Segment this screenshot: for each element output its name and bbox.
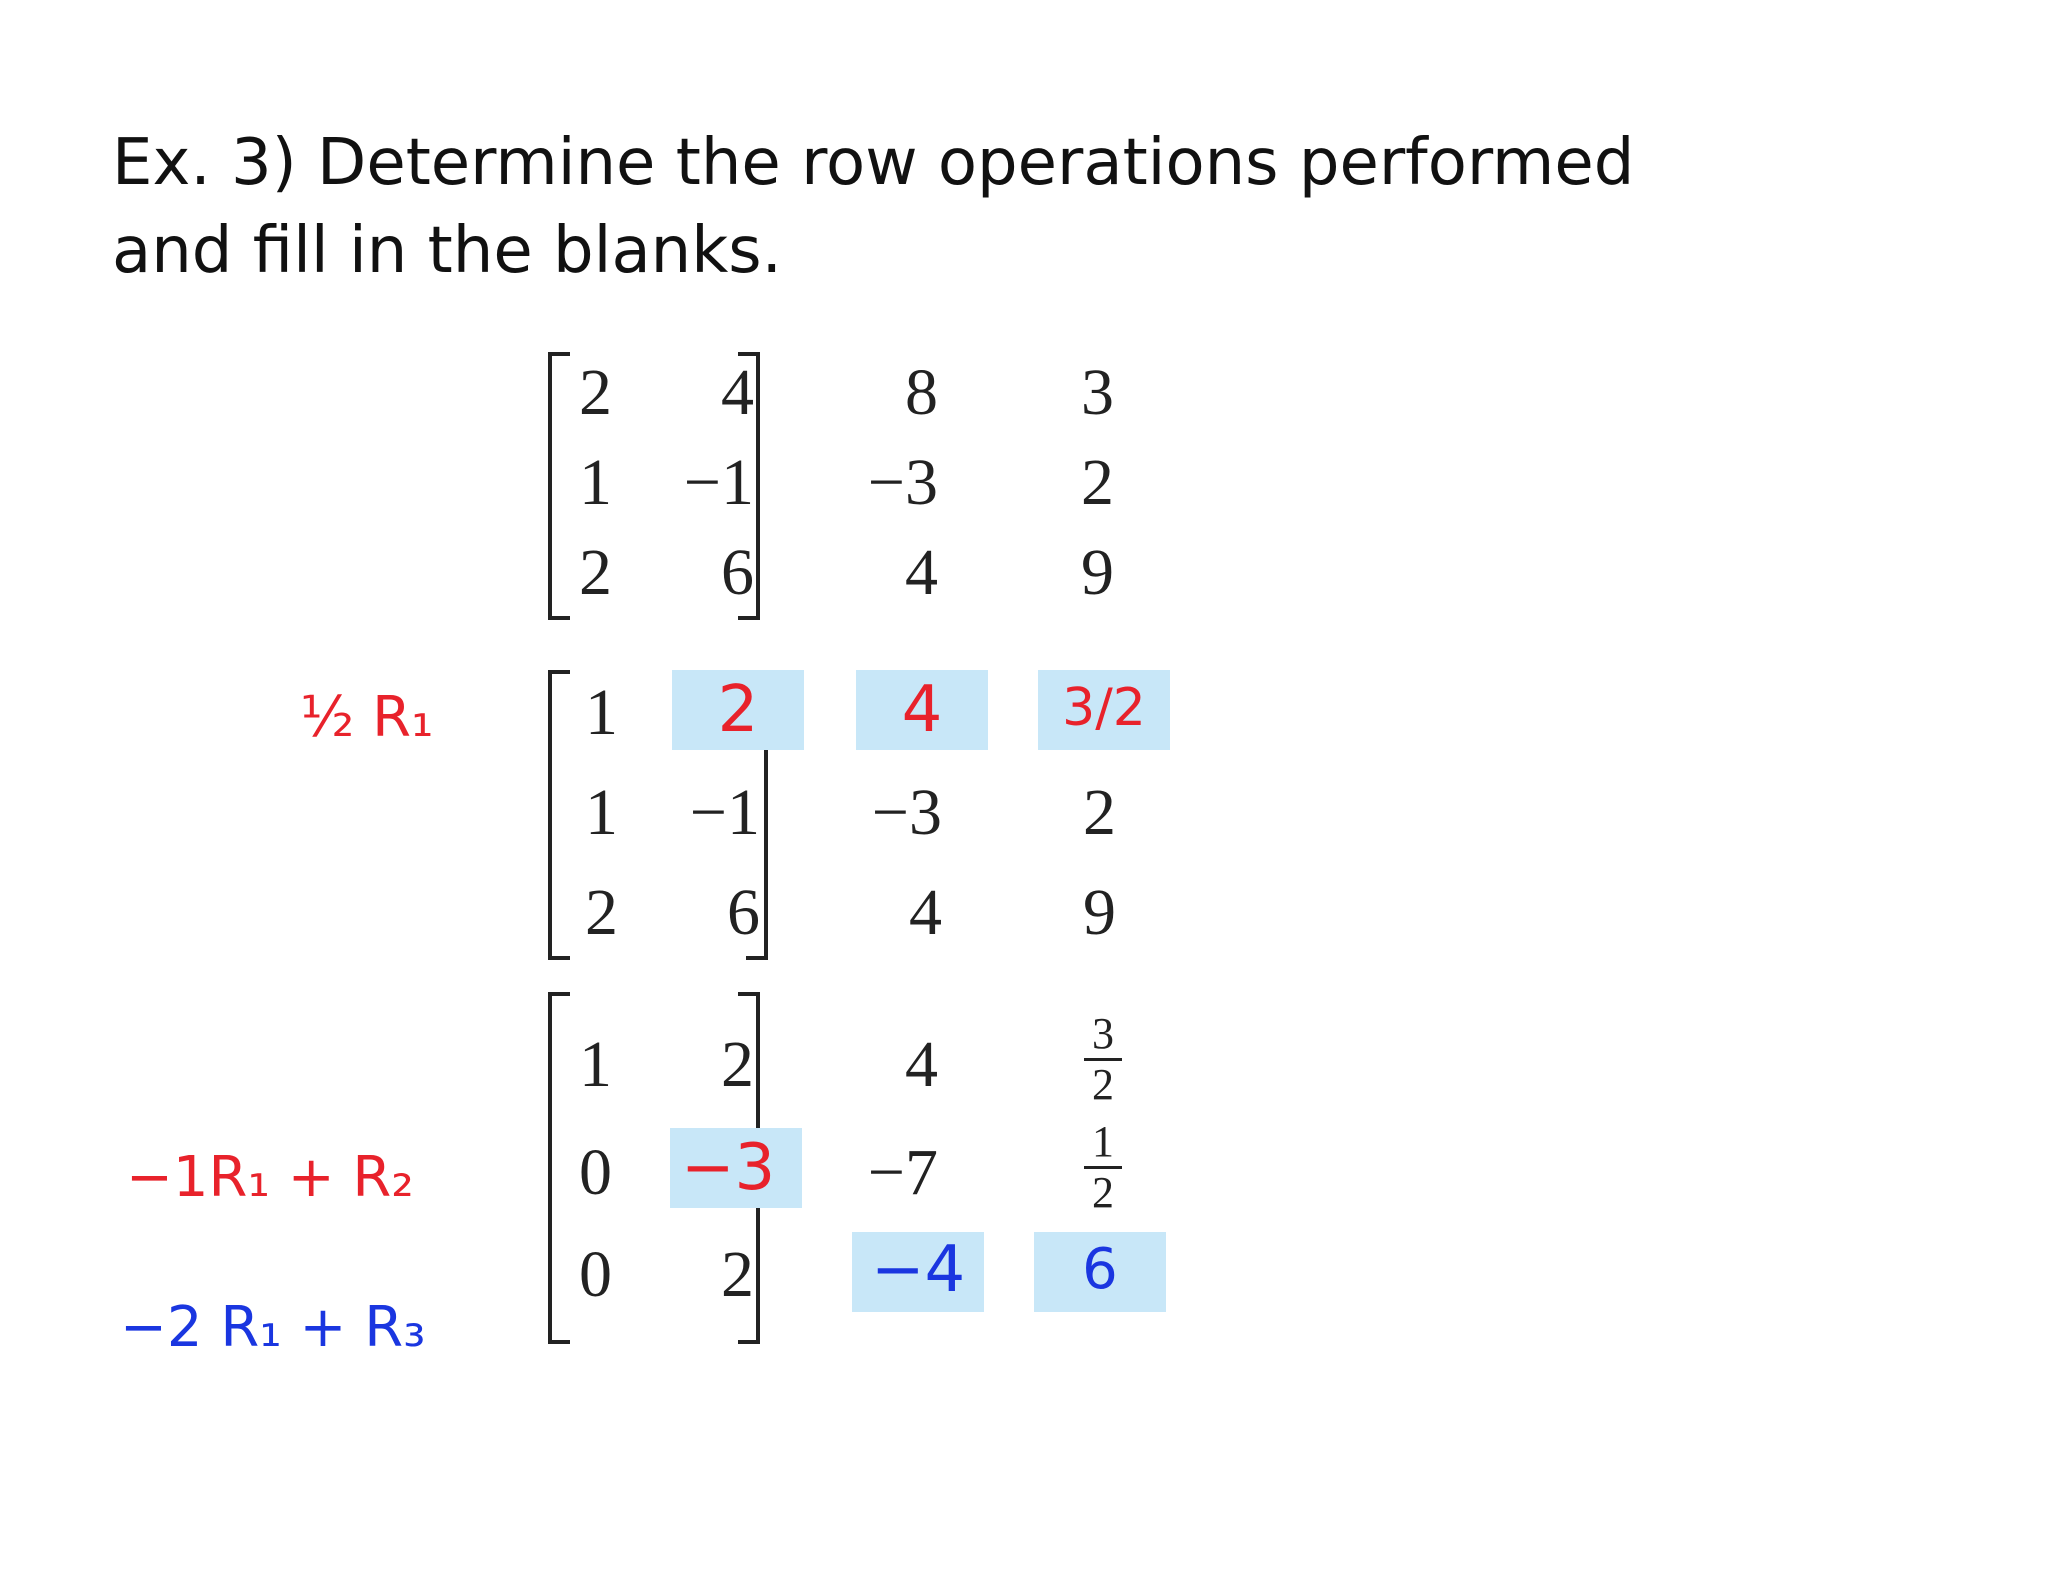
- filled-blank[interactable]: 3/2: [1062, 678, 1146, 738]
- fraction-one-half: 1 2: [1078, 1120, 1128, 1215]
- matrix-cell: 3: [1081, 356, 1114, 429]
- matrix-left-bracket: [548, 352, 570, 620]
- blank-highlight: [670, 1128, 802, 1208]
- matrix-cell: 9: [1083, 876, 1116, 949]
- matrix-cell: 4: [905, 1028, 938, 1101]
- row-operation-label: −2 R₁ + R₃: [120, 1295, 426, 1360]
- matrix-after-scaling: 1 2 4 3/2 1 −1 −3 2 2 6 4 9: [548, 670, 1208, 960]
- matrix-after-elimination: 1 2 4 3 2 0 −3 −7 1 2 0 2 −4 6: [548, 992, 1208, 1344]
- matrix-cell: 2: [721, 1028, 754, 1101]
- blank-highlight: [1038, 670, 1170, 750]
- filled-blank[interactable]: −4: [870, 1233, 966, 1307]
- filled-blank[interactable]: 2: [717, 673, 759, 747]
- matrix-cell: 2: [1083, 776, 1116, 849]
- filled-blank[interactable]: −3: [680, 1131, 776, 1205]
- matrix-cell: 2: [579, 536, 612, 609]
- fraction-denominator: 2: [1092, 1168, 1114, 1217]
- fraction-bar: [1084, 1166, 1122, 1169]
- matrix-cell: −3: [871, 776, 942, 849]
- fraction-three-halves: 3 2: [1078, 1012, 1128, 1107]
- matrix-cell: 6: [721, 536, 754, 609]
- matrix-cell: 4: [909, 876, 942, 949]
- fraction-numerator: 1: [1092, 1117, 1114, 1166]
- matrix-cell: 8: [905, 356, 938, 429]
- matrix-cell: 1: [579, 1028, 612, 1101]
- matrix-cell: −1: [683, 446, 754, 519]
- matrix-cell: −3: [867, 446, 938, 519]
- matrix-cell: 1: [585, 776, 618, 849]
- matrix-cell: 0: [579, 1238, 612, 1311]
- matrix-cell: 0: [579, 1136, 612, 1209]
- matrix-cell: 2: [579, 356, 612, 429]
- matrix-cell: 6: [727, 876, 760, 949]
- matrix-cell: 4: [721, 356, 754, 429]
- row-operation-label: ½ R₁: [300, 685, 434, 750]
- matrix-cell: 2: [1081, 446, 1114, 519]
- matrix-cell: 2: [721, 1238, 754, 1311]
- matrix-cell: 2: [585, 876, 618, 949]
- problem-title-line-2: and fill in the blanks.: [112, 214, 782, 288]
- fraction-bar: [1084, 1058, 1122, 1061]
- filled-blank[interactable]: 6: [1082, 1237, 1118, 1302]
- blank-highlight: [856, 670, 988, 750]
- matrix-cell: 1: [585, 676, 618, 749]
- fraction-numerator: 3: [1092, 1009, 1114, 1058]
- matrix-cell: −7: [867, 1136, 938, 1209]
- matrix-cell: 9: [1081, 536, 1114, 609]
- matrix-left-bracket: [548, 670, 570, 960]
- matrix-cell: −1: [689, 776, 760, 849]
- matrix-cell: 1: [579, 446, 612, 519]
- filled-blank[interactable]: 4: [901, 673, 943, 747]
- blank-highlight: [1034, 1232, 1166, 1312]
- matrix-original: 2 4 8 3 1 −1 −3 2 2 6 4 9: [548, 352, 1208, 620]
- blank-highlight: [672, 670, 804, 750]
- problem-title-line-1: Ex. 3) Determine the row operations perf…: [112, 126, 1635, 200]
- fraction-denominator: 2: [1092, 1060, 1114, 1109]
- matrix-left-bracket: [548, 992, 570, 1344]
- matrix-right-bracket: [738, 352, 760, 620]
- blank-highlight: [852, 1232, 984, 1312]
- matrix-cell: 4: [905, 536, 938, 609]
- row-operation-label: −1R₁ + R₂: [126, 1145, 414, 1210]
